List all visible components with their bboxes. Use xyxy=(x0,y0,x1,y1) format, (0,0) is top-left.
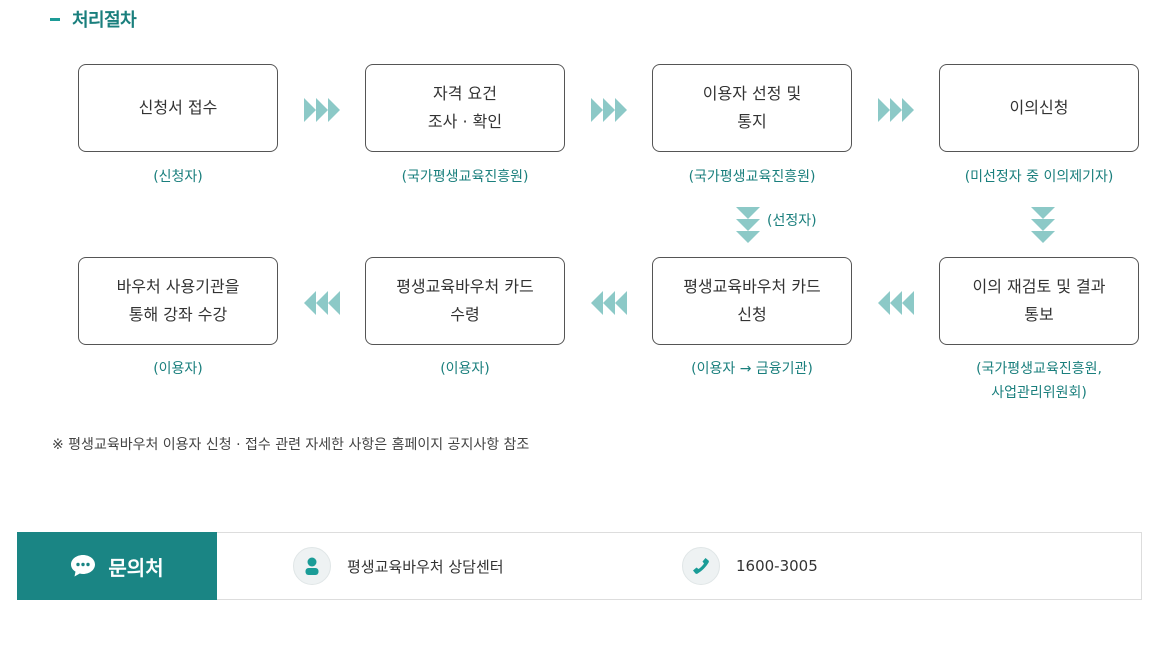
section-title: 처리절차 xyxy=(50,6,137,32)
center-name: 평생교육바우처 상담센터 xyxy=(347,557,504,576)
arrow-down-icon xyxy=(736,207,760,243)
notice-text: ※ 평생교육바우처 이용자 신청 · 접수 관련 자세한 사항은 홈페이지 공지… xyxy=(52,437,530,453)
phone-icon xyxy=(682,547,720,585)
step-check-box: 자격 요건 조사 · 확인 xyxy=(365,64,565,152)
contact-bar: 문의처 평생교육바우처 상담센터 1600-3005 xyxy=(17,532,1142,600)
contact-header: 문의처 xyxy=(17,532,217,600)
person-icon xyxy=(293,547,331,585)
step-receive-box: 평생교육바우처 카드 수령 xyxy=(365,257,565,345)
step-select-box: 이용자 선정 및 통지 xyxy=(652,64,852,152)
arrow-right-icon xyxy=(304,98,340,122)
step-review-who: (국가평생교육진흥원, 사업관리위원회) xyxy=(976,361,1102,401)
arrow-left-icon xyxy=(304,291,340,315)
step-apply-box: 신청서 접수 xyxy=(78,64,278,152)
step-appeal-who: (미선정자 중 이의제기자) xyxy=(964,169,1114,185)
step-check-who: (국가평생교육진흥원) xyxy=(401,169,529,185)
step-select-who: (국가평생교육진흥원) xyxy=(688,169,816,185)
step-review-box: 이의 재검토 및 결과 통보 xyxy=(939,257,1139,345)
step-use-box: 바우처 사용기관을 통해 강좌 수강 xyxy=(78,257,278,345)
title-dash xyxy=(50,18,60,21)
contact-title: 문의처 xyxy=(108,555,164,580)
chat-bubble-icon xyxy=(70,554,96,578)
step-card-apply-who: (이용자 → 금융기관) xyxy=(691,361,813,377)
section-title-text: 처리절차 xyxy=(72,10,137,31)
center-item: 평생교육바우처 상담센터 xyxy=(293,547,504,585)
phone-item: 1600-3005 xyxy=(682,547,818,585)
arrow-left-icon xyxy=(591,291,627,315)
step-receive-who: (이용자) xyxy=(440,361,490,377)
step-card-apply-box: 평생교육바우처 카드 신청 xyxy=(652,257,852,345)
step-apply-who: (신청자) xyxy=(153,169,203,185)
arrow-right-icon xyxy=(591,98,627,122)
arrow-down-icon xyxy=(1031,207,1055,243)
arrow-right-icon xyxy=(878,98,914,122)
selected-label: (선정자) xyxy=(767,213,817,229)
phone-number[interactable]: 1600-3005 xyxy=(736,557,818,575)
step-appeal-box: 이의신청 xyxy=(939,64,1139,152)
step-use-who: (이용자) xyxy=(153,361,203,377)
arrow-left-icon xyxy=(878,291,914,315)
